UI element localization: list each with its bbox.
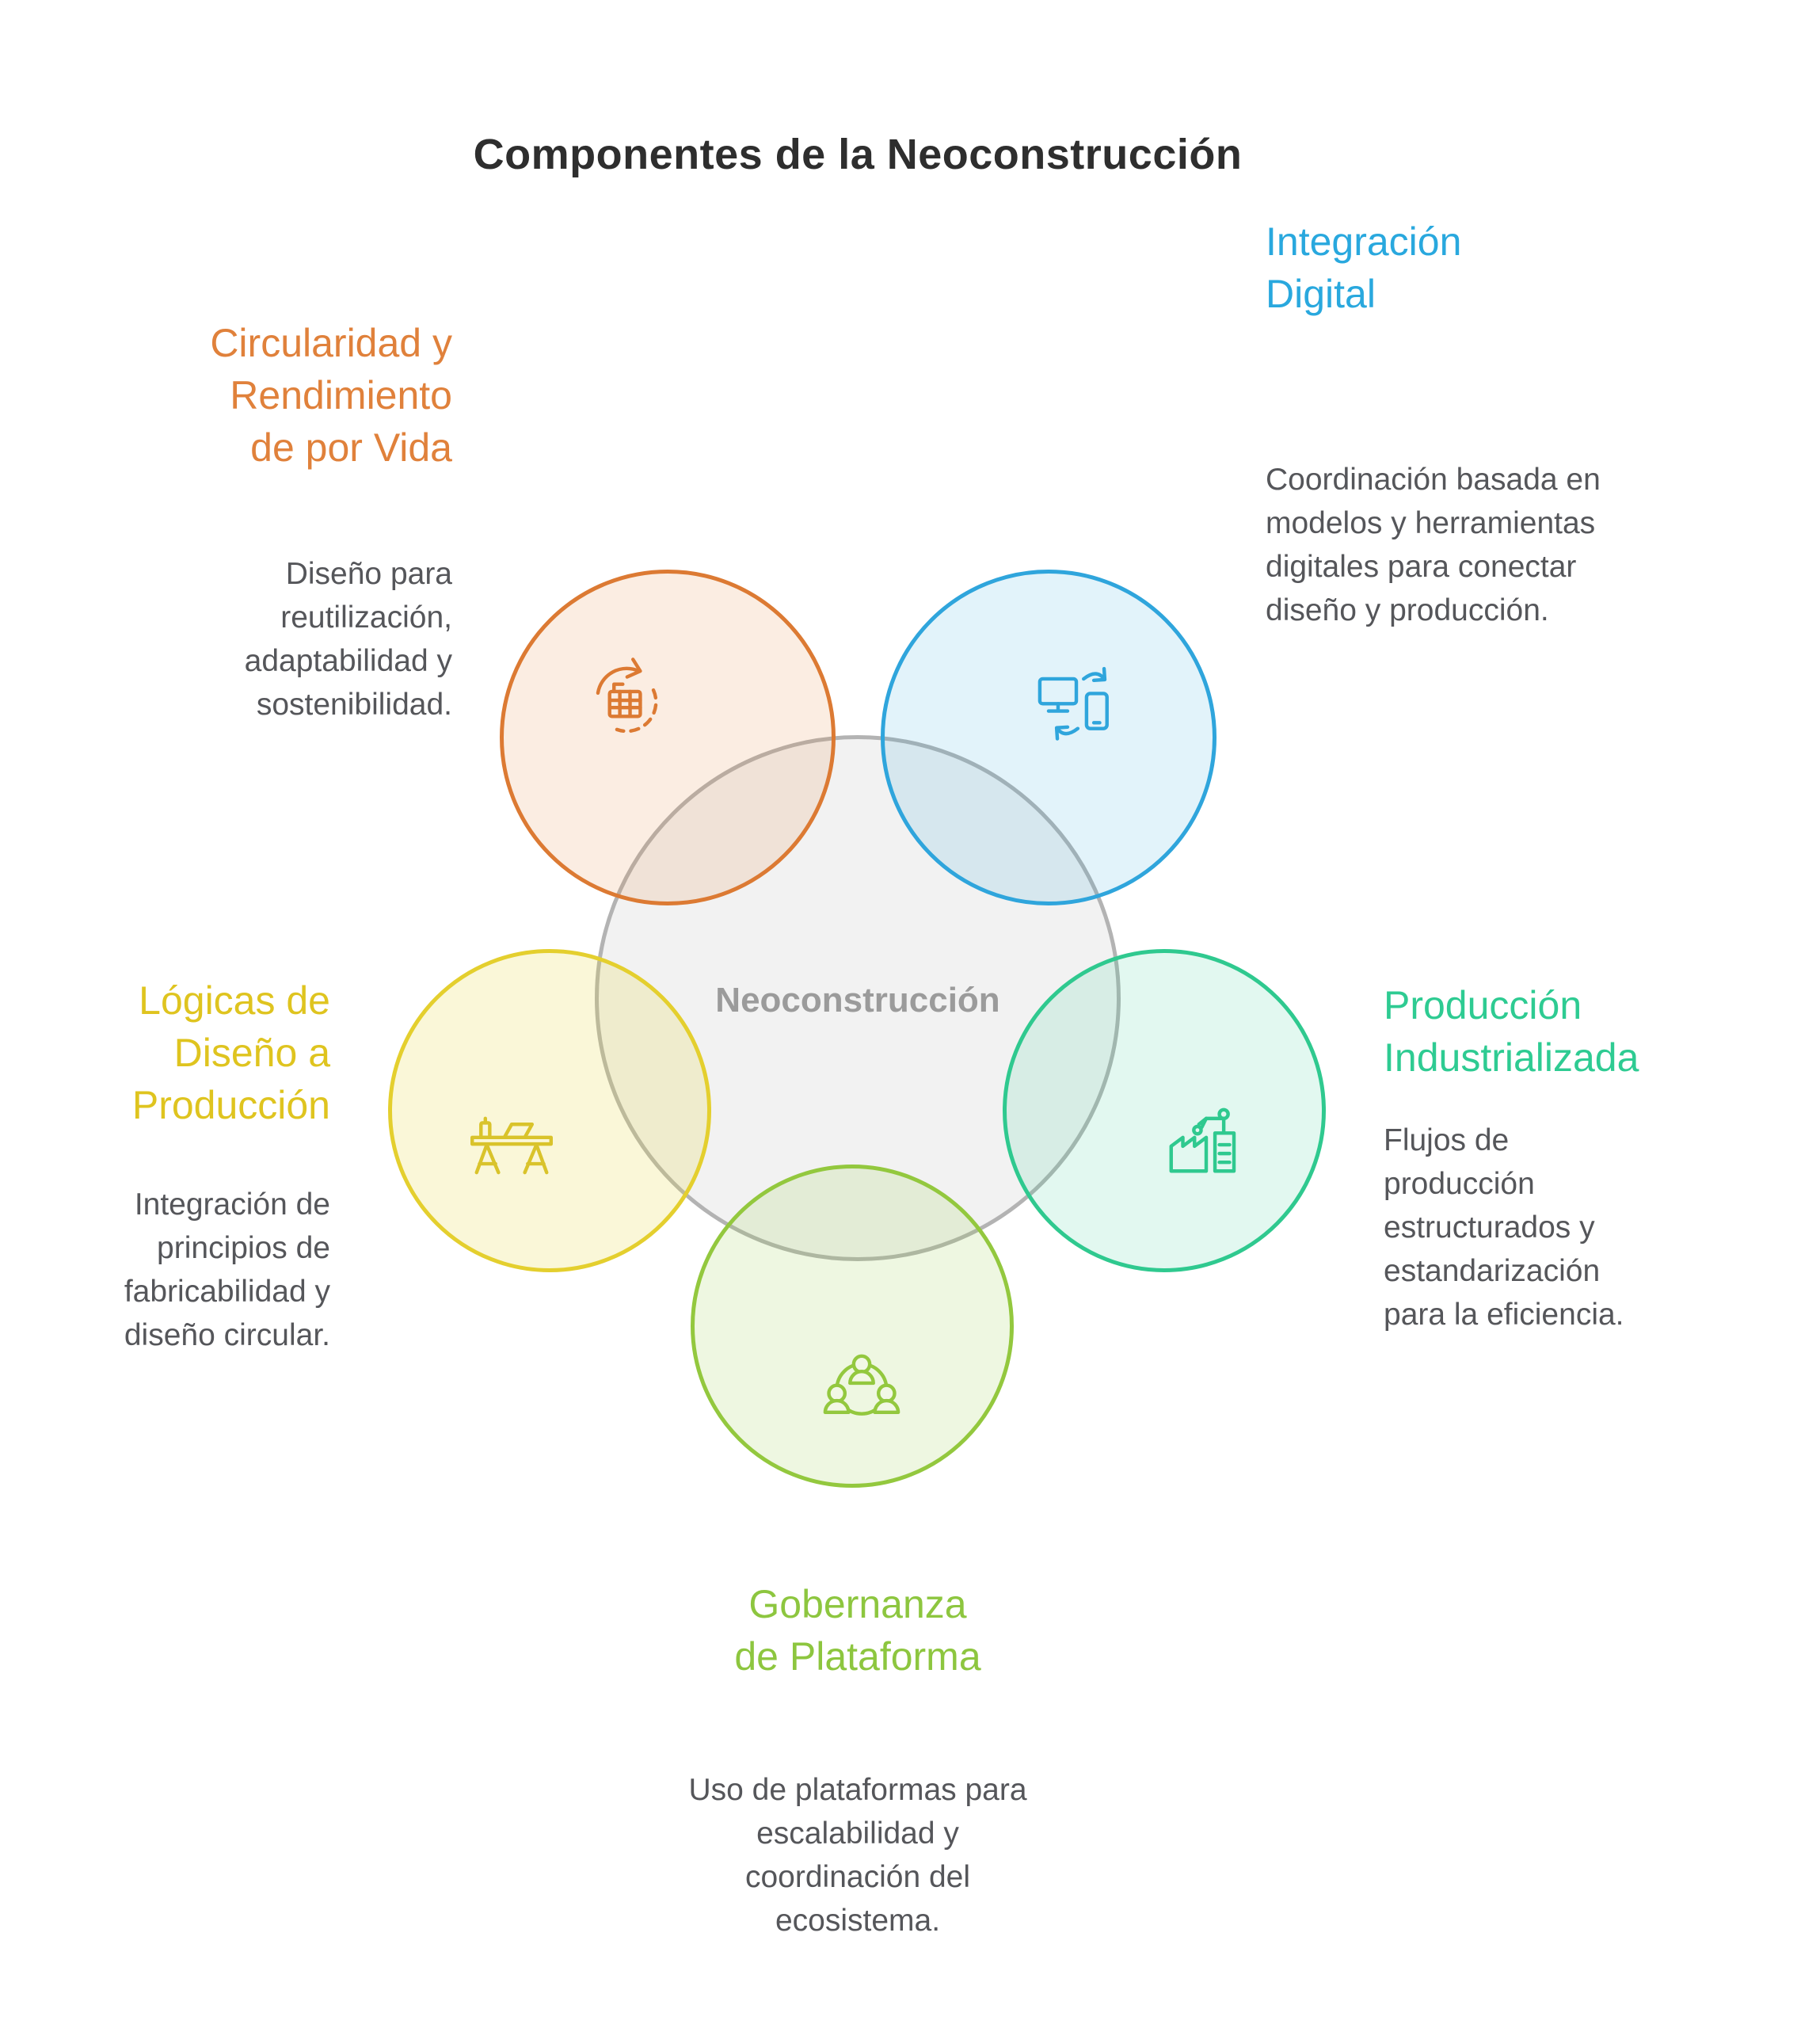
circle-gobernanza — [691, 1165, 1014, 1488]
workbench-icon — [465, 1089, 558, 1183]
page-title: Componentes de la Neoconstrucción — [473, 131, 1243, 179]
description-circularidad: Diseño para reutilización, adaptabilidad… — [244, 557, 452, 722]
circle-logicas — [388, 949, 711, 1272]
circle-digital — [881, 570, 1217, 905]
heading-circularidad: Circularidad y Rendimiento de por Vida — [210, 321, 452, 470]
heading-digital: Integración Digital — [1266, 219, 1462, 316]
center-label: Neoconstrucción — [715, 981, 1000, 1020]
description-digital: Coordinación basada en modelos y herrami… — [1266, 463, 1601, 627]
circle-produccion — [1003, 949, 1326, 1272]
heading-gobernanza: Gobernanza de Plataforma — [734, 1582, 981, 1679]
recycle-building-icon — [579, 654, 672, 747]
description-logicas: Integración de principios de fabricabili… — [124, 1187, 330, 1352]
heading-produccion: Producción Industrializada — [1384, 983, 1639, 1080]
description-produccion: Flujos de producción estructurados y est… — [1384, 1123, 1624, 1332]
circle-circularidad — [500, 570, 836, 905]
factory-robot-icon — [1159, 1089, 1253, 1183]
heading-logicas: Lógicas de Diseño a Producción — [131, 978, 330, 1127]
devices-sync-icon — [1030, 660, 1123, 753]
people-network-icon — [815, 1345, 908, 1439]
description-gobernanza: Uso de plataformas para escalabilidad y … — [688, 1773, 1027, 1938]
